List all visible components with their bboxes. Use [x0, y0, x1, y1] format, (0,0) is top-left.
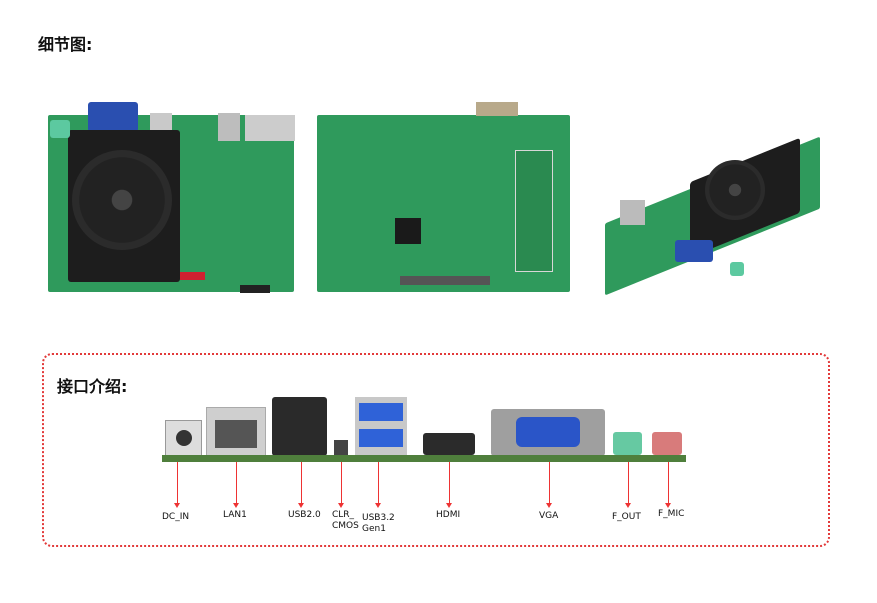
arrow-dc-in: [174, 462, 180, 508]
port-label-f-mic: F_MIC: [658, 509, 685, 519]
port-label-lan1: LAN1: [223, 510, 247, 520]
port-label-clr-cmos: CLR_ CMOS: [332, 510, 359, 531]
arrow-vga: [546, 462, 552, 508]
interface-frame: [42, 353, 830, 547]
arrow-f-out: [625, 462, 631, 508]
arrow-clr-cmos: [338, 462, 344, 508]
arrow-lan1: [233, 462, 239, 508]
port-label-usb2: USB2.0: [288, 510, 321, 520]
port-label-hdmi: HDMI: [436, 510, 461, 520]
port-label-usb3: USB3.2 Gen1: [362, 513, 395, 534]
port-label-vga: VGA: [539, 511, 559, 521]
port-label-f-out: F_OUT: [612, 512, 641, 522]
arrow-usb3: [375, 462, 381, 508]
port-label-dc-in: DC_IN: [162, 512, 190, 522]
arrow-usb2: [298, 462, 304, 508]
arrow-f-mic: [665, 462, 671, 508]
detail-title: 细节图:: [38, 35, 93, 54]
interface-title: 接口介绍:: [57, 377, 128, 396]
arrow-hdmi: [446, 462, 452, 508]
